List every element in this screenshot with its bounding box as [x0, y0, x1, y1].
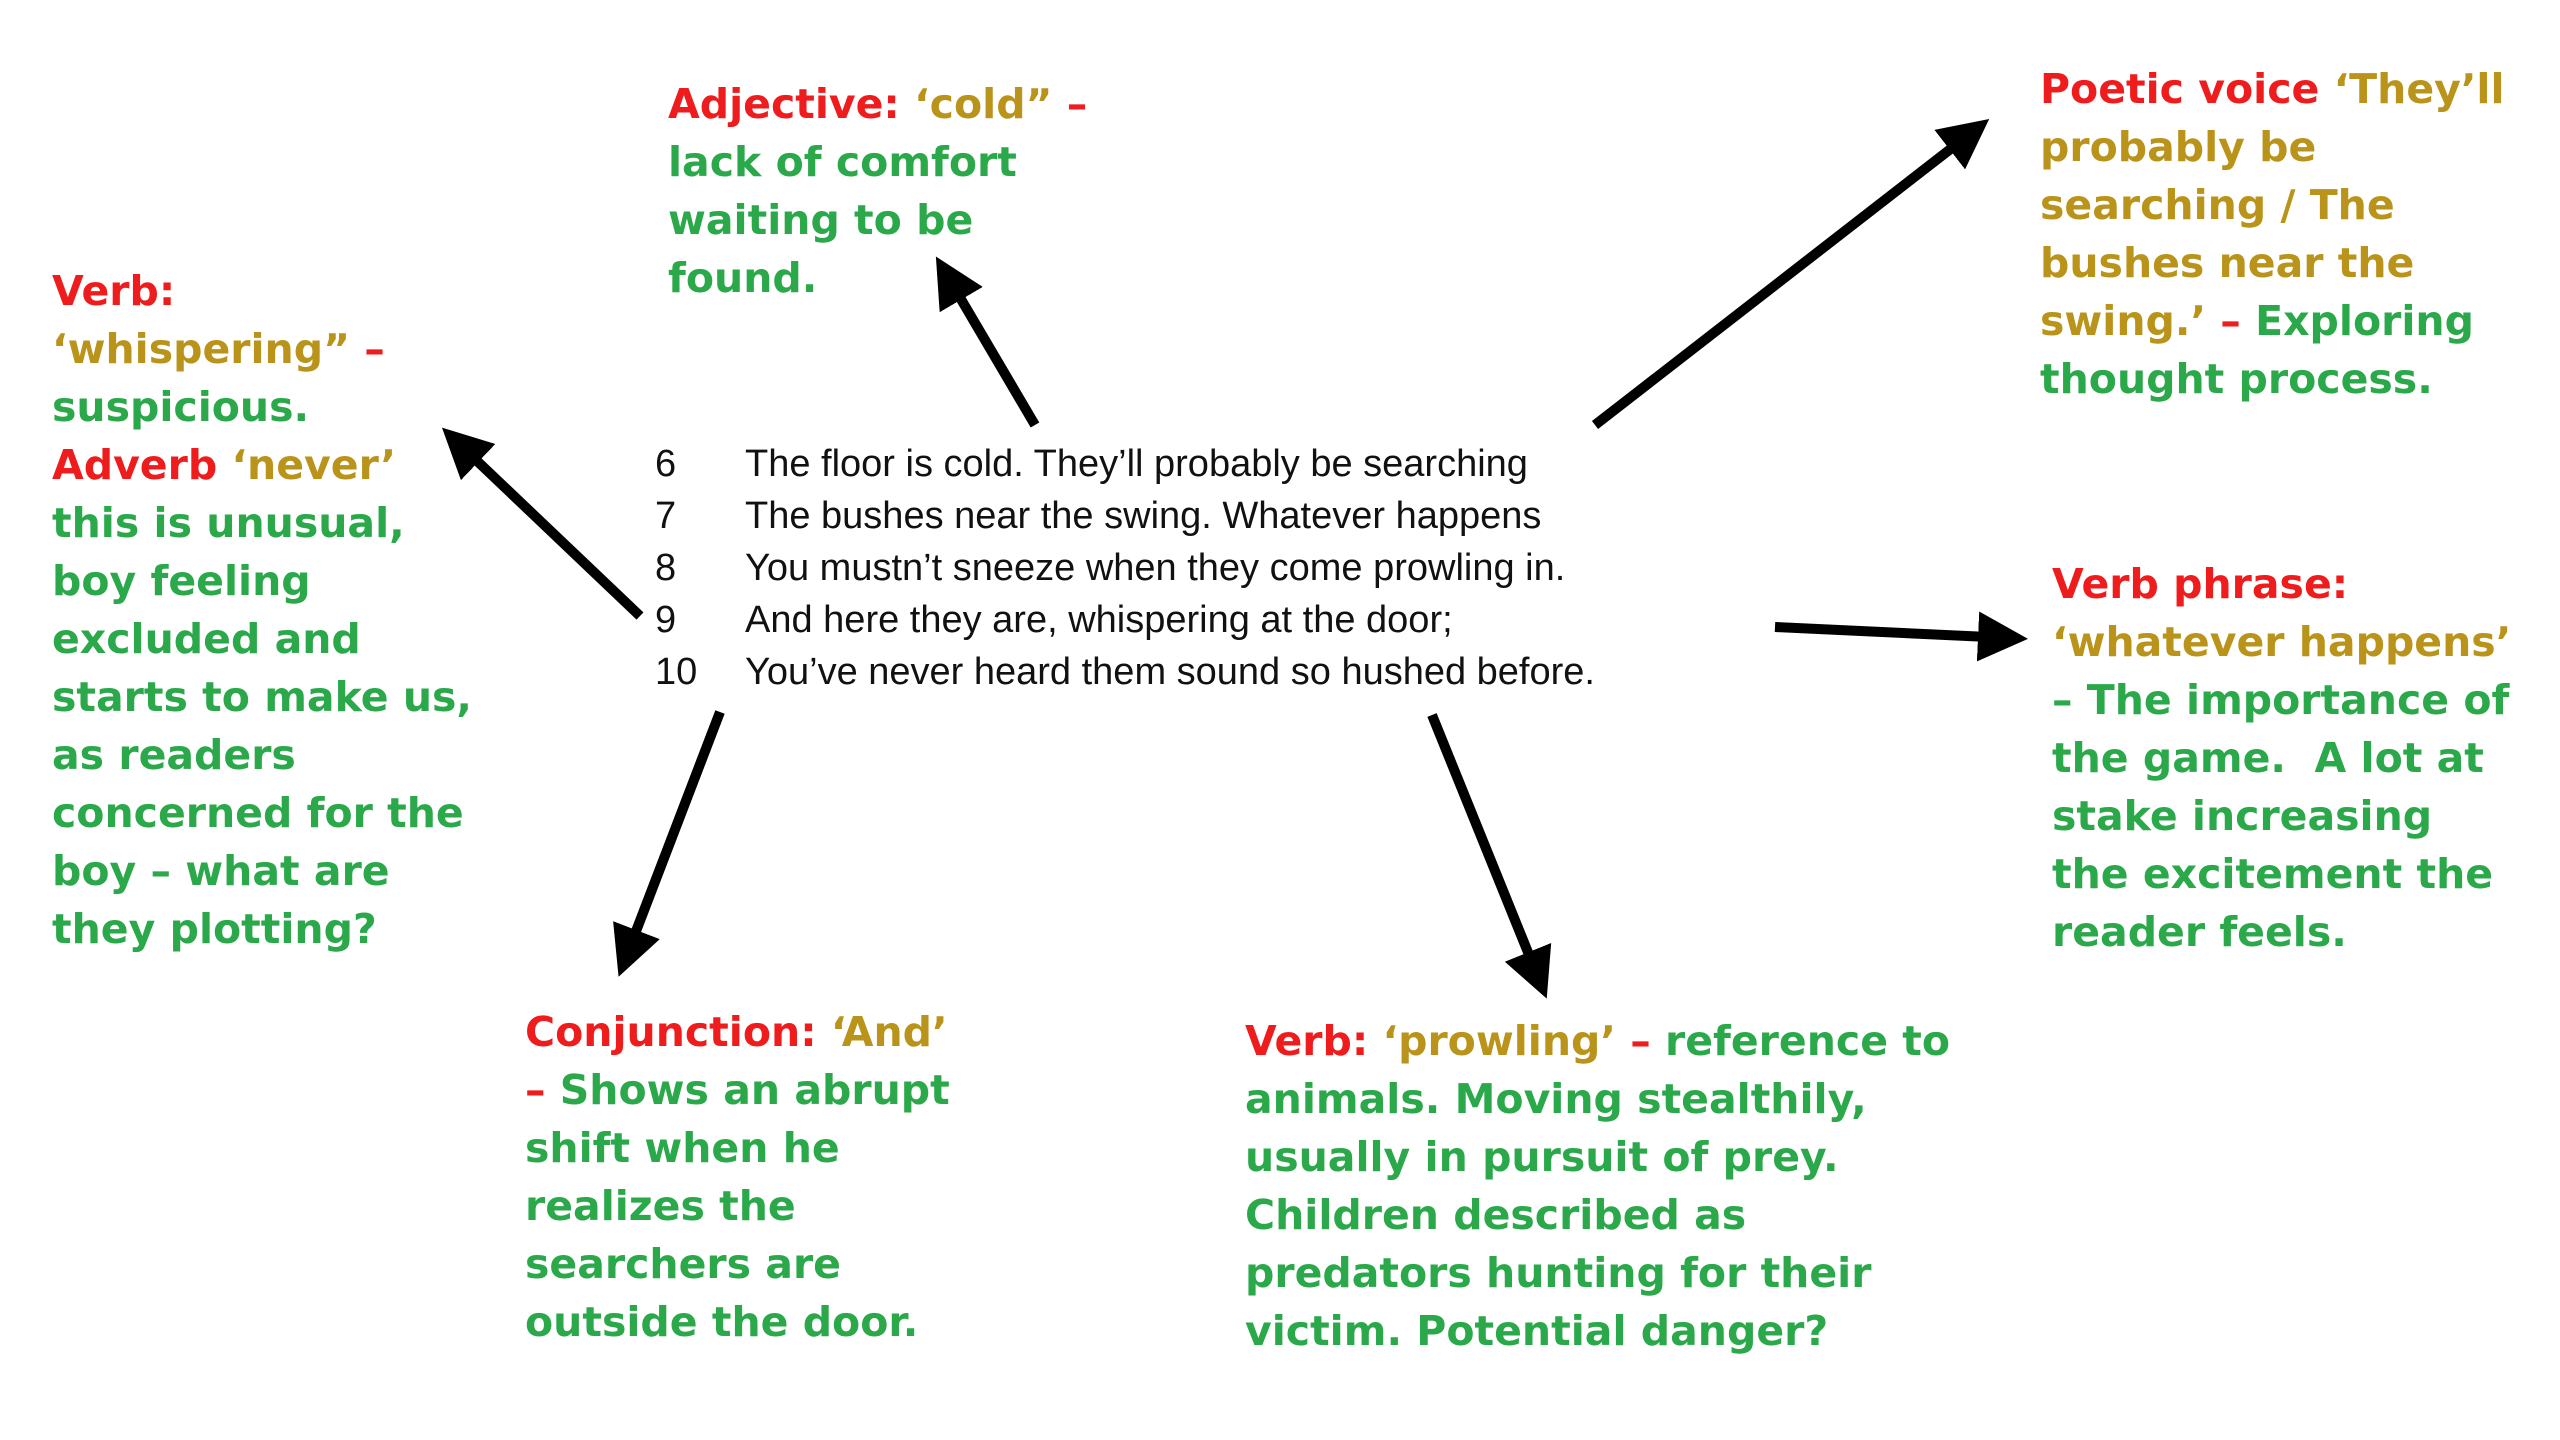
poem-line: 6 The floor is cold. They’ll probably be … [655, 438, 1595, 490]
line-text: You mustn’t sneeze when they come prowli… [745, 547, 1566, 589]
arrow-to-verb-phrase [1774, 611, 2028, 662]
line-number: 8 [655, 547, 677, 589]
poem-line: 9 And here they are, whispering at the do… [655, 594, 1595, 646]
note-label: Conjunction: [525, 1008, 817, 1056]
note-quote-never: ‘never’ [231, 441, 397, 489]
note-label: Verb: [1245, 1017, 1369, 1065]
note-label: Poetic voice [2040, 65, 2320, 113]
note-dash: – [525, 1008, 962, 1114]
note-dash: – [2206, 297, 2256, 345]
adjective-note: Adjective: ‘cold” – lack of comfort wait… [668, 75, 1128, 307]
note-body: suspicious. [52, 383, 310, 431]
note-label: Verb phrase: [2052, 560, 2349, 608]
note-dash: – [364, 325, 385, 373]
note-quote: ‘whispering” [52, 267, 365, 373]
note-quote: ‘whatever happens’ [2052, 618, 2512, 666]
note-dash: – [1066, 80, 1088, 128]
line-number: 7 [655, 495, 677, 537]
arrow-to-poetic-voice [1591, 118, 1990, 429]
note-label-adverb: Adverb [52, 383, 324, 489]
arrow-to-adjective [935, 256, 1040, 428]
line-number: 10 [655, 651, 698, 693]
note-body-2: this is unusual, boy feeling excluded an… [52, 441, 487, 953]
verb-prowling-note: Verb: ‘prowling’ – reference to animals.… [1245, 1012, 1965, 1360]
line-text: You’ve never heard them sound so hushed … [745, 651, 1595, 693]
note-quote: ‘cold” [899, 80, 1067, 128]
line-text: The floor is cold. They’ll probably be s… [745, 443, 1528, 485]
note-quote: ‘They’ll probably be searching / The bus… [2040, 65, 2519, 345]
poem-line: 8 You mustn’t sneeze when they come prowl… [655, 542, 1595, 594]
note-quote: ‘prowling’ [1368, 1017, 1616, 1065]
verb-whispering-note: Verb: ‘whispering” – suspicious. Adverb … [52, 262, 482, 958]
arrow-to-verb-whispering [441, 427, 644, 620]
note-label: Verb: [52, 267, 176, 315]
note-body: – The importance of the game. A lot at s… [2052, 676, 2524, 956]
arrow-to-verb-prowling [1427, 713, 1552, 999]
note-body: Shows an abrupt shift when he realizes t… [525, 1066, 965, 1346]
poetic-voice-note: Poetic voice ‘They’ll probably be search… [2040, 60, 2510, 408]
arrow-to-conjunction [613, 710, 725, 977]
line-number: 9 [655, 599, 677, 641]
line-number: 6 [655, 443, 677, 485]
note-body: reference to animals. Moving stealthily,… [1245, 1017, 1965, 1355]
line-text: And here they are, whispering at the doo… [745, 599, 1453, 641]
conjunction-note: Conjunction: ‘And’ – Shows an abrupt shi… [525, 1003, 965, 1351]
poem-line: 10 You’ve never heard them sound so hushe… [655, 646, 1595, 698]
note-quote: ‘And’ [816, 1008, 948, 1056]
note-body: Exploring thought process. [2040, 297, 2489, 403]
poem-line: 7 The bushes near the swing. Whatever hap… [655, 490, 1595, 542]
note-dash: – [1615, 1017, 1666, 1065]
note-body: lack of comfort waiting to be found. [668, 138, 1032, 302]
line-text: The bushes near the swing. Whatever happ… [745, 495, 1542, 537]
poem-excerpt: 6 The floor is cold. They’ll probably be … [655, 438, 1595, 698]
note-label: Adjective: [668, 80, 900, 128]
verb-phrase-note: Verb phrase: ‘whatever happens’ – The imp… [2052, 555, 2522, 961]
